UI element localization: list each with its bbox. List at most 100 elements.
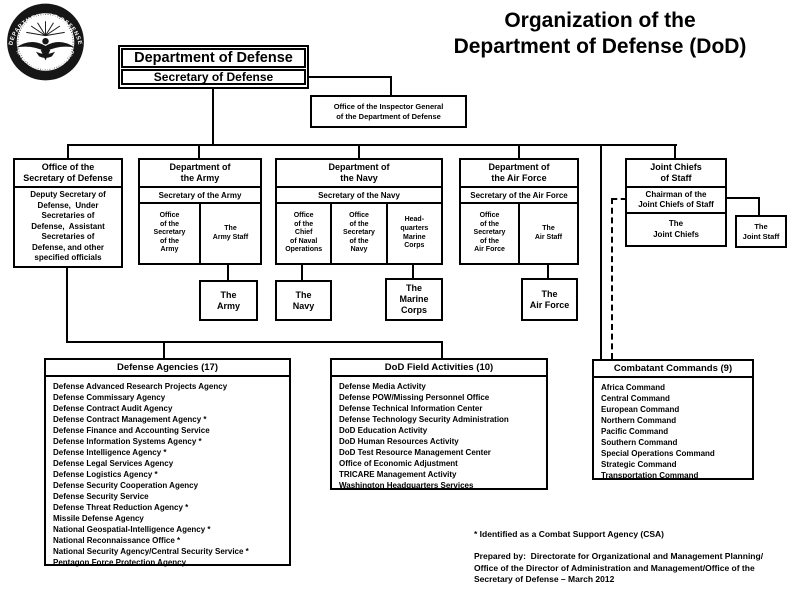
combatant-commands-header: Combatant Commands (9) (594, 361, 752, 378)
list-item: Defense Information Systems Agency * (53, 437, 202, 446)
list-item: Defense Threat Reduction Agency * (53, 503, 189, 512)
list-item: National Geospatial-Intelligence Agency … (53, 525, 211, 534)
dod-root-secretary: Secretary of Defense (121, 69, 306, 85)
list-item: Defense Media Activity (339, 382, 426, 391)
list-item: Strategic Command (601, 460, 677, 469)
jcs-header: Joint Chiefs of Staff (627, 160, 725, 188)
navy-header: Department of the Navy (277, 160, 441, 188)
list-item: Northern Command (601, 416, 677, 425)
list-item: National Security Agency/Central Securit… (53, 547, 249, 556)
field-activities-header: DoD Field Activities (10) (332, 360, 546, 377)
list-item: Washington Headquarters Services (339, 481, 474, 490)
connector-drop-osd (67, 144, 69, 159)
air-force-box: Department of the Air Force Secretary of… (459, 158, 579, 265)
connector-drop-army (198, 144, 200, 159)
list-item: DoD Test Resource Management Center (339, 448, 491, 457)
dod-root-department: Department of Defense (121, 48, 306, 68)
field-activities-box: DoD Field Activities (10) Defense Media … (330, 358, 548, 490)
list-item: Defense Finance and Accounting Service (53, 426, 210, 435)
list-item: European Command (601, 405, 680, 414)
air-force-cell-air-staff: The Air Staff (518, 204, 577, 263)
connector-stub-marine-corps (412, 263, 414, 280)
list-item: Africa Command (601, 383, 666, 392)
list-item: Defense Logistics Agency * (53, 470, 158, 479)
list-item: TRICARE Management Activity (339, 470, 457, 479)
connector-drop-air-force (518, 144, 520, 159)
osd-box: Office of the Secretary of Defense Deput… (13, 158, 123, 268)
list-item: Defense Contract Audit Agency (53, 404, 173, 413)
connector-dashed-chairman-stub (612, 198, 626, 200)
connector-osd-drop (66, 266, 68, 343)
list-item: Transportation Command (601, 471, 699, 480)
list-item: Defense Intelligence Agency * (53, 448, 167, 457)
list-item: Defense Advanced Research Projects Agenc… (53, 382, 228, 391)
page-title: Organization of the Department of Defens… (453, 9, 747, 58)
list-item: Southern Command (601, 438, 678, 447)
prepared-by-note: Prepared by: Directorate for Organizatio… (474, 551, 764, 584)
jcs-body: The Joint Chiefs (653, 219, 699, 239)
navy-cell-office-of-secretary: Office of the Secretary of the Navy (330, 204, 385, 263)
list-item: Defense Security Cooperation Agency (53, 481, 199, 490)
list-item: Defense Commissary Agency (53, 393, 166, 402)
list-item: Pacific Command (601, 427, 669, 436)
defense-agencies-box: Defense Agencies (17) Defense Advanced R… (44, 358, 291, 568)
connector-chairman-to-jointstaff-v (758, 197, 760, 215)
dod-seal-icon: DEPARTMENT OF DEFENSE UNITED STATES OF A… (4, 2, 84, 81)
connector-drop-defense-agencies (163, 341, 165, 358)
connector-stub-the-air-force (547, 263, 549, 280)
connector-drop-jcs (674, 144, 676, 159)
connector-chairman-to-jointstaff-h (727, 197, 760, 199)
connector-bottom-h (66, 341, 443, 343)
list-item: Missile Defense Agency (53, 514, 144, 523)
dod-root-box: Department of Defense Secretary of Defen… (118, 45, 309, 89)
connector-dashed-chairman-to-combatant (611, 198, 613, 359)
seal-sunburst (26, 21, 65, 37)
connector-secdef-drop (212, 88, 214, 146)
inspector-general-box: Office of the Inspector General of the D… (310, 95, 467, 128)
defense-agencies-header: Defense Agencies (17) (46, 360, 289, 377)
list-item: Defense Legal Services Agency (53, 459, 174, 468)
navy-secretary-bar: Secretary of the Navy (277, 188, 441, 204)
army-cell-office-of-secretary: Office of the Secretary of the Army (153, 212, 186, 254)
air-force-header: Department of the Air Force (461, 160, 577, 188)
list-item: DoD Education Activity (339, 426, 428, 435)
connector-stub-the-army (227, 263, 229, 280)
defense-agencies-list: Defense Advanced Research Projects Agenc… (46, 377, 289, 568)
the-air-force-box: The Air Force (521, 278, 578, 321)
army-box: Department of the Army Secretary of the … (138, 158, 262, 265)
list-item: Central Command (601, 394, 670, 403)
air-force-cell-office-of-secretary: Office of the Secretary of the Air Force (473, 212, 506, 254)
list-item: DoD Human Resources Activity (339, 437, 459, 446)
list-item: Defense POW/Missing Personnel Office (339, 393, 490, 402)
joint-chiefs-box: Joint Chiefs of Staff Chairman of the Jo… (625, 158, 727, 247)
the-army-box: The Army (199, 280, 258, 321)
army-header: Department of the Army (140, 160, 260, 188)
air-force-secretary-bar: Secretary of the Air Force (461, 188, 577, 204)
list-item: Defense Technology Security Administrati… (339, 415, 509, 424)
connector-secdef-to-oig-h (308, 76, 392, 78)
connector-drop-navy (358, 144, 360, 159)
the-marine-corps-box: The Marine Corps (385, 278, 443, 321)
connector-stub-the-navy (301, 263, 303, 280)
seal-eagle (15, 38, 76, 61)
osd-header: Office of the Secretary of Defense (15, 160, 121, 188)
the-navy-box: The Navy (275, 280, 332, 321)
list-item: Office of Economic Adjustment (339, 459, 458, 468)
list-item: Pentagon Force Protection Agency (53, 558, 187, 567)
army-secretary-bar: Secretary of the Army (140, 188, 260, 204)
list-item: Defense Security Service (53, 492, 149, 501)
connector-long-vertical-to-combatant (600, 144, 602, 360)
connector-distribution-h (67, 144, 677, 146)
army-cell-army-staff: The Army Staff (199, 204, 260, 263)
osd-body: Deputy Secretary of Defense, Under Secre… (30, 190, 106, 263)
joint-staff-box: The Joint Staff (735, 215, 787, 248)
navy-box: Department of the Navy Secretary of the … (275, 158, 443, 265)
jcs-chairman-bar: Chairman of the Joint Chiefs of Staff (627, 188, 725, 214)
list-item: Defense Contract Management Agency * (53, 415, 207, 424)
list-item: Defense Technical Information Center (339, 404, 483, 413)
list-item: Special Operations Command (601, 449, 715, 458)
